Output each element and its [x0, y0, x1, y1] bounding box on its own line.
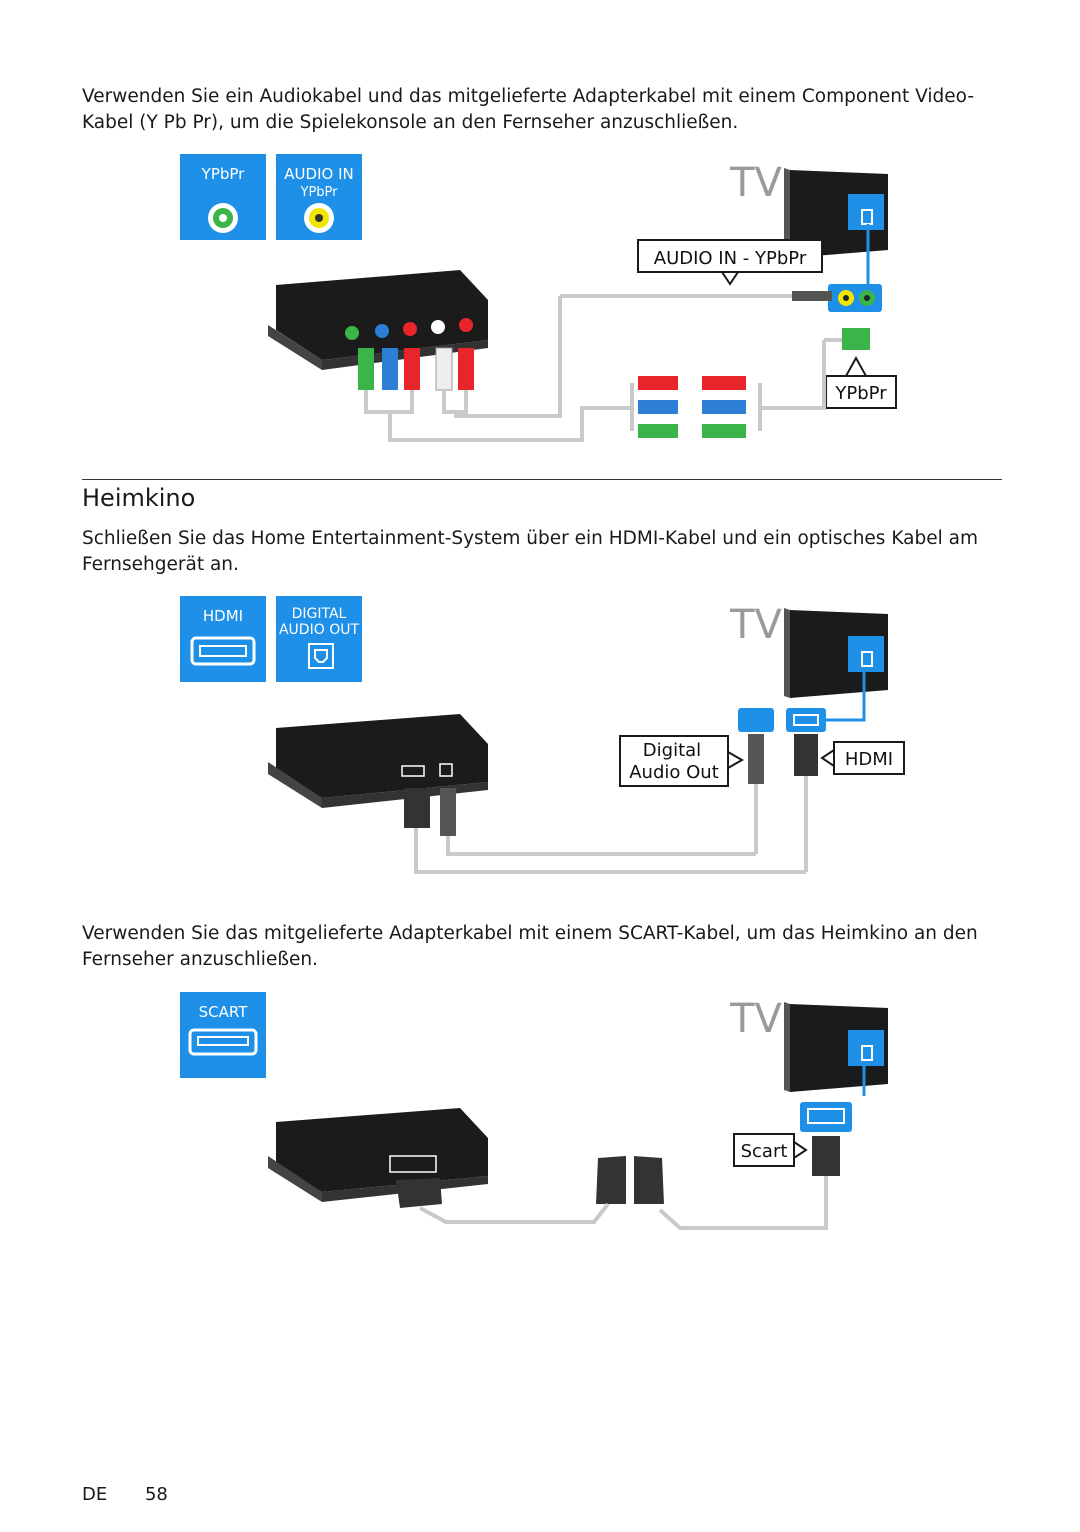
diagram-scart-connection: SCART TV Scart — [180, 992, 888, 1230]
intro-paragraph-ypbpr: Verwenden Sie ein Audiokabel und das mit… — [82, 86, 975, 133]
tile-ypbpr-label: YPbPr — [201, 165, 246, 183]
svg-text:DIGITAL: DIGITAL — [292, 606, 347, 622]
section-heading-heimkino: Heimkino — [82, 484, 196, 512]
section-divider — [82, 479, 1002, 480]
svg-text:Digital: Digital — [643, 740, 701, 761]
scart-port-icon — [188, 1028, 258, 1056]
tile-scart — [180, 992, 266, 1078]
tv-icon — [784, 1002, 888, 1092]
home-theater-icon — [268, 1108, 488, 1202]
svg-text:HDMI: HDMI — [845, 749, 893, 770]
tv-label: TV — [729, 996, 782, 1042]
tv-label: TV — [729, 602, 782, 648]
svg-text:YPbPr: YPbPr — [834, 383, 887, 404]
game-console-icon — [268, 270, 488, 370]
svg-text:AUDIO IN - YPbPr: AUDIO IN - YPbPr — [654, 248, 807, 269]
tv-icon — [784, 608, 888, 698]
diagram-ypbpr-connection: YPbPr AUDIO IN YPbPr TV AUDIO IN - YPbPr… — [180, 154, 897, 442]
paragraph-hdmi: Schließen Sie das Home Entertainment-Sys… — [82, 528, 978, 575]
svg-text:HDMI: HDMI — [203, 607, 243, 625]
label-hdmi — [833, 741, 905, 775]
svg-text:SCART: SCART — [199, 1003, 249, 1021]
paragraph-scart: Verwenden Sie das mitgelieferte Adapterk… — [82, 923, 978, 970]
svg-text:AUDIO OUT: AUDIO OUT — [279, 622, 359, 638]
label-scart — [733, 1133, 795, 1167]
diagram-hdmi-connection: HDMI DIGITAL AUDIO OUT TV Digital Audio … — [180, 596, 905, 874]
optical-port-icon — [308, 643, 334, 669]
svg-text:Audio Out: Audio Out — [629, 762, 719, 783]
scart-plug-icon — [596, 1156, 626, 1204]
tile-audio-in-label: AUDIO IN — [284, 165, 353, 183]
tv-label: TV — [729, 160, 782, 206]
footer-language: DE — [82, 1484, 108, 1505]
tile-audio-in-sublabel: YPbPr — [300, 185, 339, 200]
footer-page-number: 58 — [144, 1484, 168, 1505]
label-audio-in-ypbpr — [637, 239, 823, 273]
svg-text:Scart: Scart — [741, 1141, 788, 1162]
hdmi-port-icon — [190, 636, 256, 666]
label-digital-audio-out — [619, 735, 729, 787]
tv-icon — [784, 168, 888, 258]
page-footer: DE 58 — [82, 1484, 168, 1505]
